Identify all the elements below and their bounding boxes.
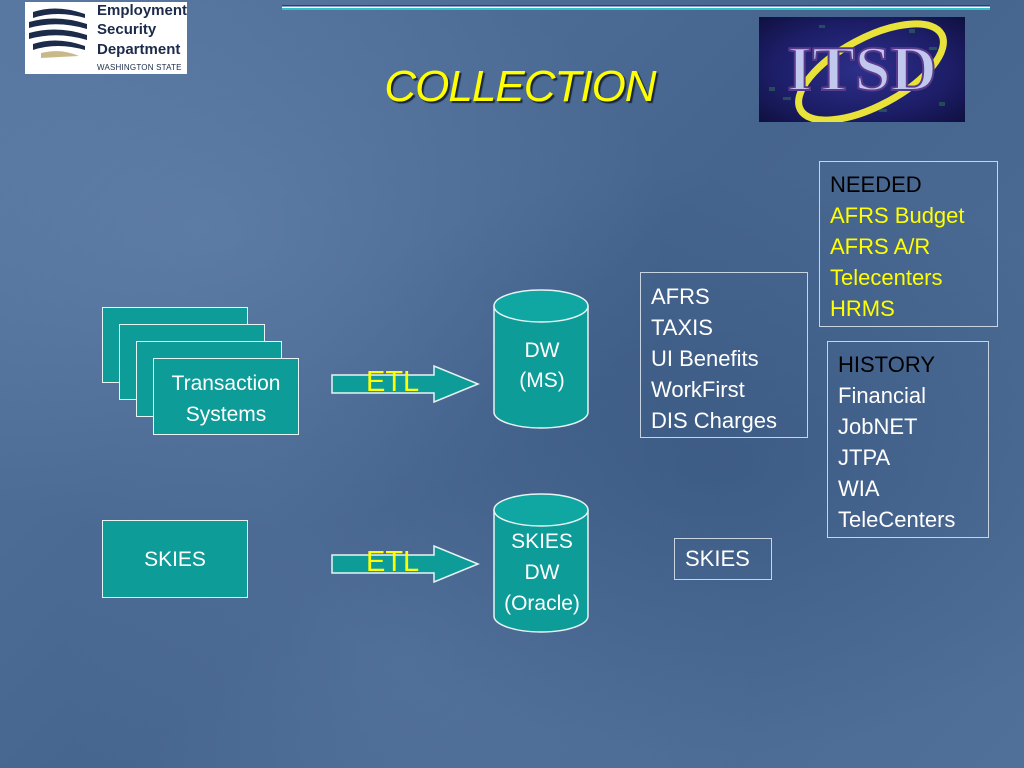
skies-source-box: SKIES [102,520,248,598]
needed-item: HRMS [830,296,895,321]
dw-ms-line-2: (MS) [519,369,565,392]
itsd-logo: ITSD [759,17,965,122]
dw-oracle-cylinder-icon [493,493,589,633]
dw-ms-cylinder-icon [493,289,589,429]
page-title: COLLECTION [384,62,656,111]
itsd-text: ITSD [787,33,936,104]
esd-stripes-icon [29,8,87,58]
needed-box: NEEDED AFRS Budget AFRS A/R Telecenters … [819,161,998,327]
needed-item: AFRS A/R [830,234,931,259]
top-rule [282,5,990,10]
ms-source-item: WorkFirst [651,377,745,402]
history-item: TeleCenters [838,507,956,532]
transaction-systems-box: Transaction Systems [153,358,299,435]
ms-source-item: AFRS [651,284,710,309]
skies-source-label: SKIES [144,548,206,571]
logo-line-2: Security [97,21,157,38]
dw-oracle-line-1: SKIES [511,530,573,553]
skies-target-label: SKIES [685,546,750,571]
transaction-label-line-1: Transaction [171,372,281,395]
logo-subline: WASHINGTON STATE [97,63,182,72]
logo-line-1: Employment [97,2,188,19]
dw-oracle-line-2: DW [524,561,560,584]
history-box: HISTORY Financial JobNET JTPA WIA TeleCe… [827,341,989,538]
ms-source-item: UI Benefits [651,346,759,371]
history-item: JTPA [838,445,891,470]
history-heading: HISTORY [838,352,935,377]
dw-ms-line-1: DW [524,339,560,362]
etl-label-bottom: ETL [366,546,420,578]
ms-source-item: TAXIS [651,315,713,340]
transaction-label-line-2: Systems [185,403,267,426]
needed-item: AFRS Budget [830,203,965,228]
history-item: WIA [838,476,880,501]
history-item: Financial [838,383,927,408]
history-item: JobNET [838,414,918,439]
needed-item: Telecenters [830,265,943,290]
dw-ms-label: DW (MS) [494,336,590,396]
skies-target-box: SKIES [674,538,772,580]
esd-logo: Employment Security Department WASHINGTO… [25,2,187,74]
ms-sources-box: AFRS TAXIS UI Benefits WorkFirst DIS Cha… [640,272,808,438]
logo-line-3: Department [97,41,181,58]
ms-source-item: DIS Charges [651,408,777,433]
itsd-art: ITSD [769,20,947,122]
etl-arrow-bottom [331,544,480,584]
dw-oracle-line-3: (Oracle) [504,592,580,615]
dw-oracle-label: SKIES DW (Oracle) [494,526,590,619]
etl-label-top: ETL [366,366,420,398]
needed-heading: NEEDED [830,172,922,197]
etl-arrow-top [331,364,480,404]
